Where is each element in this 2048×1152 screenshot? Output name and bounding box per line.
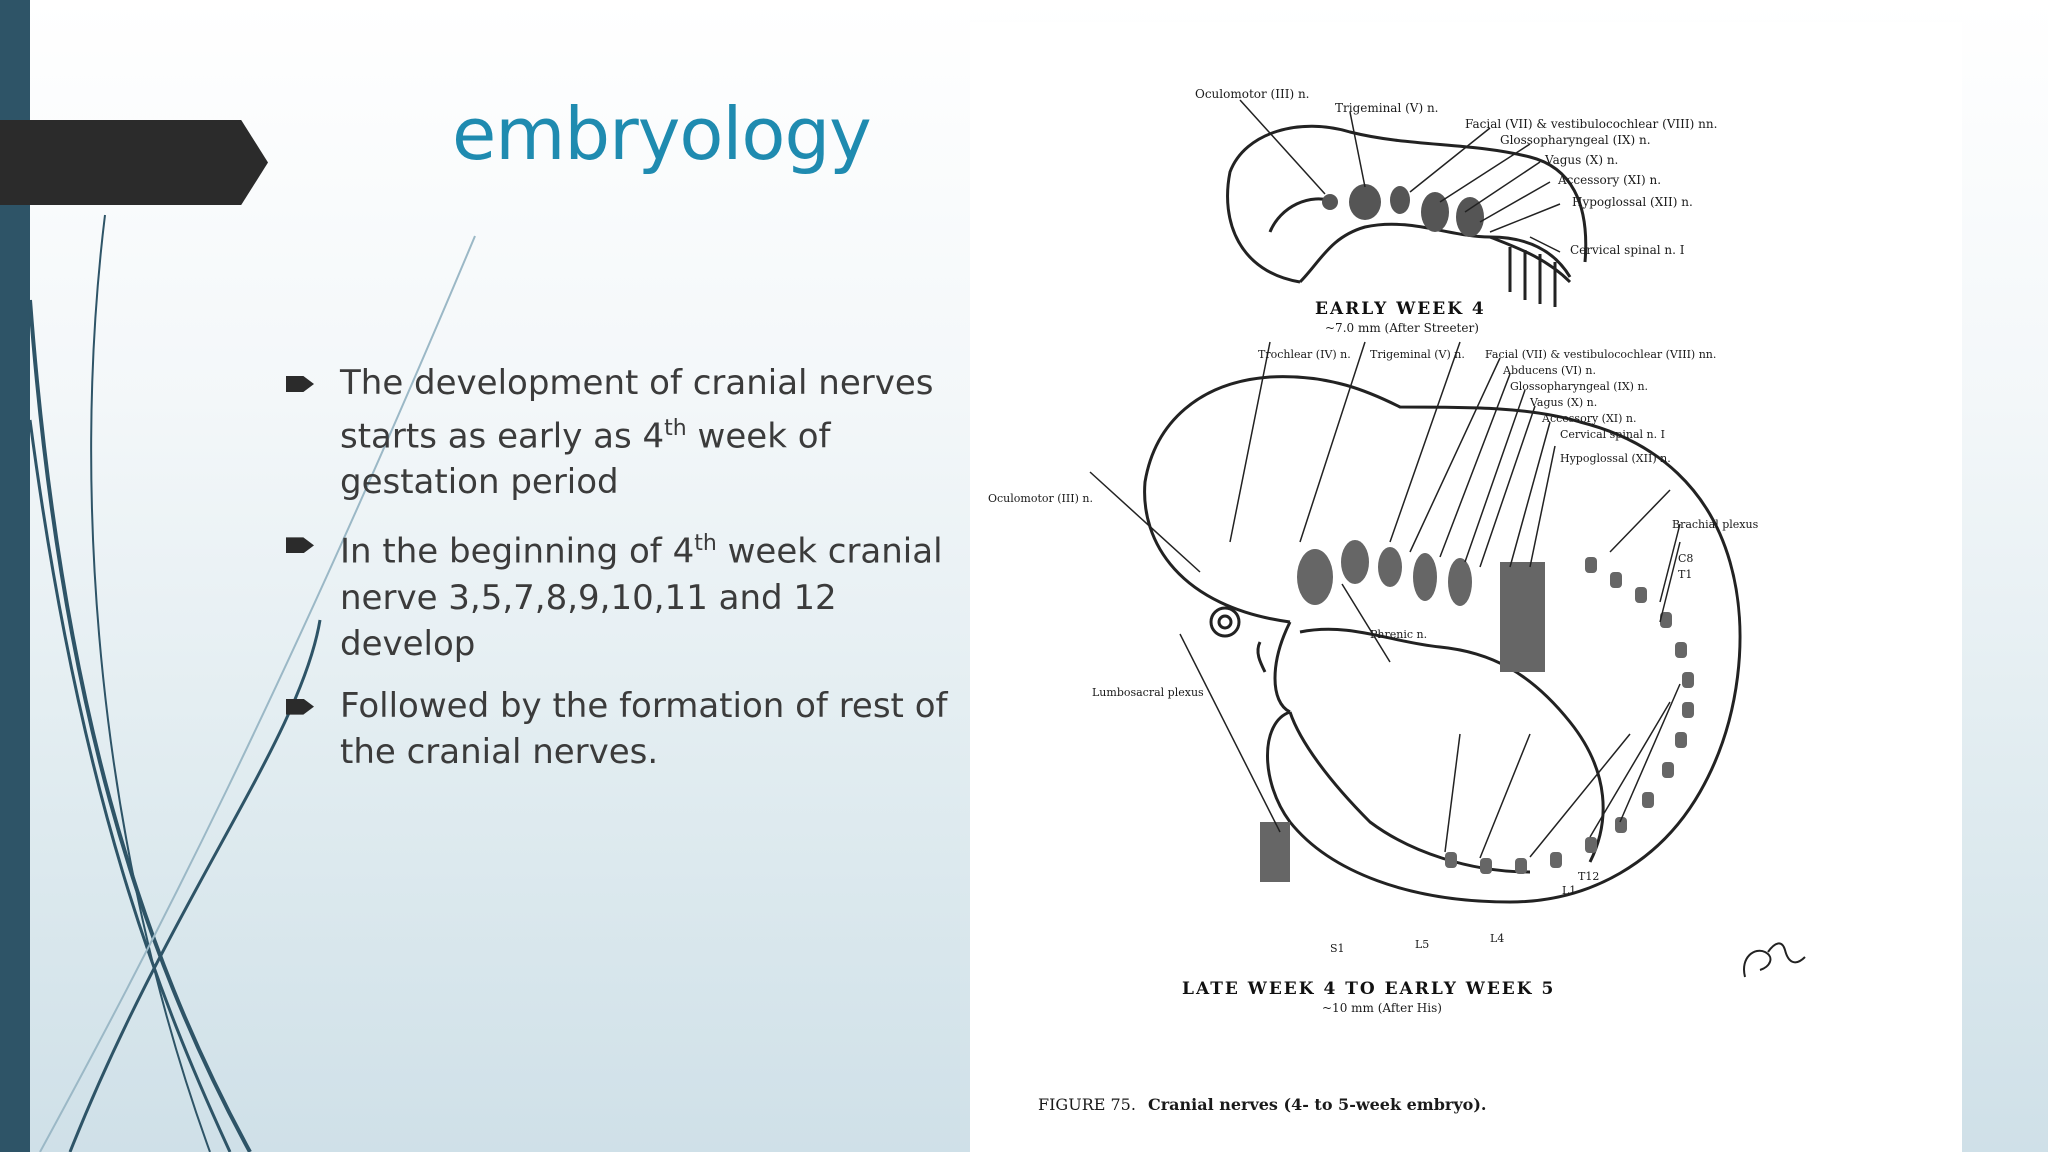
label-phrenic: Phrenic n.	[1370, 628, 1427, 641]
figure-number: FIGURE 75.	[1038, 1095, 1136, 1114]
arrow-bullet-icon	[286, 537, 314, 554]
label-hypoglossal: Hypoglossal (XII) n.	[1572, 195, 1693, 209]
label-glossopharyngeal: Glossopharyngeal (IX) n.	[1500, 133, 1651, 147]
label-c8: C8	[1678, 552, 1693, 565]
bullet-text: week of gestation period	[340, 416, 831, 503]
early-week-labels: Oculomotor (III) n. Trigeminal (V) n. Fa…	[1195, 87, 1717, 257]
label-accessory: Accessory (XI) n.	[1541, 412, 1637, 425]
label-vagus: Vagus (X) n.	[1529, 396, 1597, 409]
early-week-leader-lines	[1239, 99, 1561, 253]
label-accessory: Accessory (XI) n.	[1557, 173, 1661, 187]
embryo-figure: Oculomotor (III) n. Trigeminal (V) n. Fa…	[970, 22, 1962, 1152]
label-trochlear: Trochlear (IV) n.	[1258, 348, 1351, 361]
label-facial: Facial (VII) & vestibulocochlear (VIII) …	[1465, 117, 1717, 131]
early-week-subheading: ~7.0 mm (After Streeter)	[1325, 321, 1479, 335]
label-t1: T1	[1678, 568, 1692, 581]
label-glossopharyngeal: Glossopharyngeal (IX) n.	[1510, 380, 1648, 393]
bullet-superscript: th	[694, 531, 717, 557]
label-vagus: Vagus (X) n.	[1544, 153, 1618, 167]
early-week-heading: EARLY WEEK 4	[1315, 299, 1486, 319]
slide-title: embryology	[452, 92, 872, 176]
label-facial: Facial (VII) & vestibulocochlear (VIII) …	[1485, 348, 1716, 361]
label-t12: T12	[1578, 870, 1599, 883]
bullet-item: In the beginning of 4th week cranial ner…	[282, 521, 982, 666]
label-l1: L1	[1562, 884, 1576, 897]
late-week-labels: Trochlear (IV) n. Trigeminal (V) n. Faci…	[988, 348, 1759, 955]
bullet-text: Followed by the formation of rest of the…	[340, 685, 948, 772]
label-trigeminal: Trigeminal (V) n.	[1370, 348, 1465, 361]
label-oculomotor: Oculomotor (III) n.	[988, 492, 1093, 505]
late-week-subheading: ~10 mm (After His)	[1322, 1001, 1442, 1015]
bullet-text: week cranial nerve 3,5,7,8,9,10,11 and 1…	[340, 531, 943, 664]
bullet-superscript: th	[664, 416, 687, 441]
label-abducens: Abducens (VI) n.	[1502, 364, 1596, 377]
label-cervical: Cervical spinal n. I	[1570, 243, 1685, 257]
label-s1: S1	[1330, 942, 1345, 955]
bullet-item: Followed by the formation of rest of the…	[282, 683, 982, 775]
bullet-text: The development of cranial nerves starts…	[340, 363, 934, 457]
arrow-bullet-icon	[286, 376, 314, 392]
label-oculomotor: Oculomotor (III) n.	[1195, 87, 1310, 101]
late-week-spinal-nerves	[1260, 540, 1694, 882]
title-tab-arrow	[0, 120, 268, 205]
late-week-heading: LATE WEEK 4 TO EARLY WEEK 5	[1182, 979, 1555, 999]
early-week-embryo-drawing	[1226, 124, 1588, 307]
signature-mark	[1743, 942, 1806, 978]
bullet-text: In the beginning of 4	[340, 531, 695, 572]
bullet-list: The development of cranial nerves starts…	[282, 360, 982, 791]
label-hypoglossal: Hypoglossal (XII) n.	[1560, 452, 1671, 465]
figure-caption-text: Cranial nerves (4- to 5-week embryo).	[1148, 1095, 1487, 1114]
label-trigeminal: Trigeminal (V) n.	[1335, 101, 1439, 115]
late-week-embryo-drawing	[1143, 375, 1742, 904]
label-cervical: Cervical spinal n. I	[1560, 428, 1665, 441]
arrow-bullet-icon	[286, 698, 314, 715]
figure-caption: FIGURE 75. Cranial nerves (4- to 5-week e…	[1038, 1095, 1486, 1114]
label-brachial-plexus: Brachial plexus	[1672, 518, 1759, 531]
label-lumbosacral-plexus: Lumbosacral plexus	[1092, 686, 1204, 699]
label-l5: L5	[1415, 938, 1429, 951]
bullet-item: The development of cranial nerves starts…	[282, 360, 982, 505]
embryo-diagram: Oculomotor (III) n. Trigeminal (V) n. Fa…	[988, 87, 1806, 1114]
late-week-leader-lines	[1089, 341, 1681, 859]
label-l4: L4	[1490, 932, 1504, 945]
decorative-swoosh	[28, 214, 476, 1152]
